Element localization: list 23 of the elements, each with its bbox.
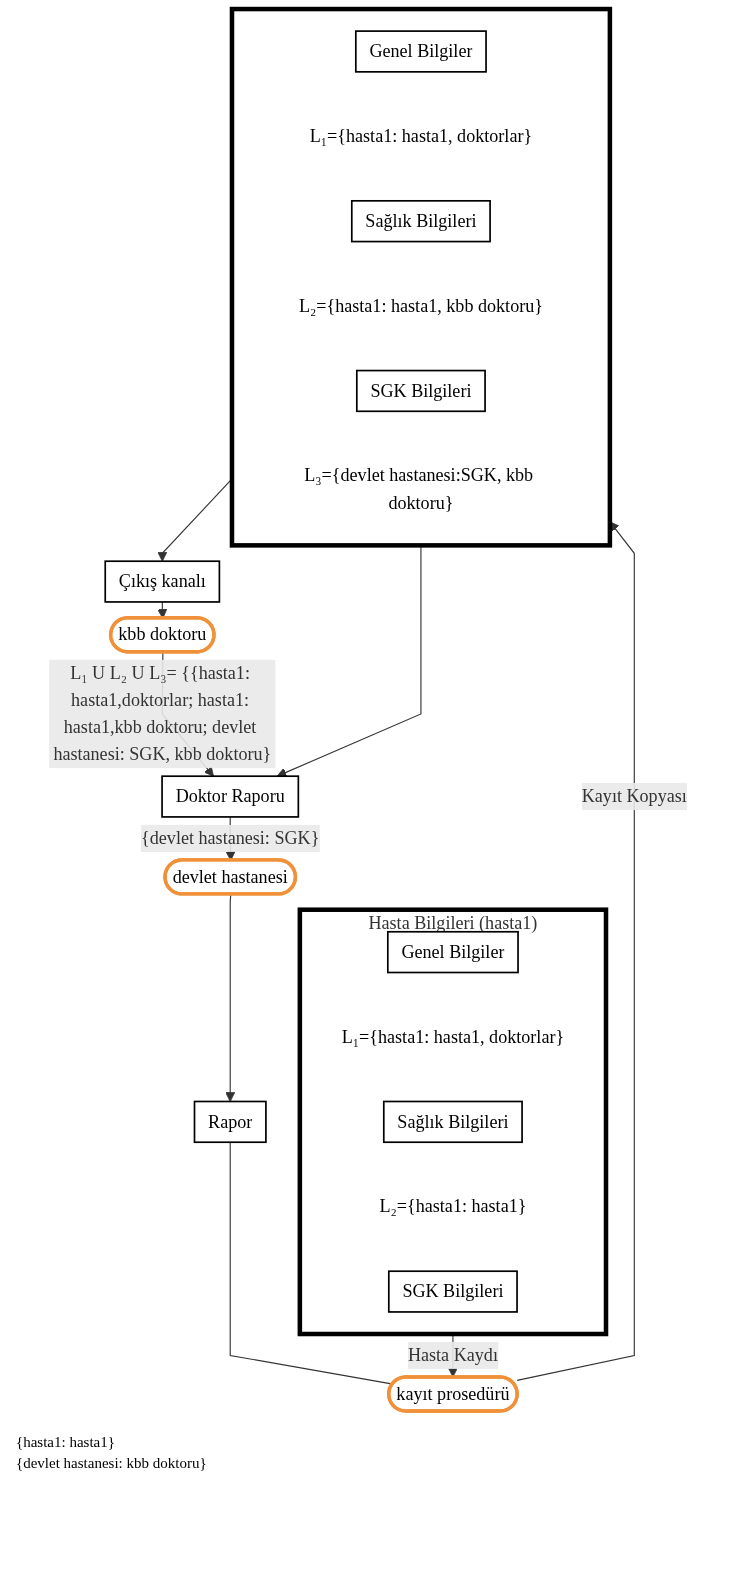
edge-label: {devlet hastanesi: SGK} [141, 828, 320, 848]
node-label: L₁={hasta1: hasta1, doktorlar} [341, 1026, 565, 1047]
node-box: Sağlık Bilgileri [350, 200, 491, 243]
node-label: L₃={devlet hastanesi:SGK, kbb doktoru} [304, 465, 534, 512]
node-box: Genel Bilgiler [386, 930, 519, 974]
node-label: L₂={hasta1: hasta1, kbb doktoru} [298, 295, 543, 316]
arrow [516, 521, 635, 1381]
edge-label: Kayıt Kopyası [581, 786, 687, 806]
note-text: {hasta1: hasta1} [16, 1434, 116, 1451]
cluster [229, 6, 613, 548]
node-box: Sağlık Bilgileri [382, 1100, 523, 1144]
edge-label: L₁ U L₂ U L₃= {{hasta1: hasta1,doktorlar; hasta1: hasta1,kbb doktoru; devlet hastanesi: SGK, kbb doktoru} [53, 663, 272, 764]
arrow [225, 893, 236, 1102]
edge-label: Hasta Kaydı [407, 1345, 498, 1365]
node-box: Çıkış kanalı [104, 560, 221, 603]
note-text: {devlet hastanesi: kbb doktoru} [16, 1455, 208, 1472]
node-box: Rapor [193, 1100, 267, 1144]
node-label: L₂={hasta1: hasta1} [379, 1196, 527, 1216]
node-box: SGK Bilgileri [387, 1270, 518, 1313]
node-label: L₁={hasta1: hasta1, doktorlar} [309, 126, 533, 146]
node-box: Genel Bilgiler [354, 30, 487, 73]
node-box: SGK Bilgileri [355, 369, 486, 413]
node-box: Doktor Raporu [161, 775, 300, 818]
